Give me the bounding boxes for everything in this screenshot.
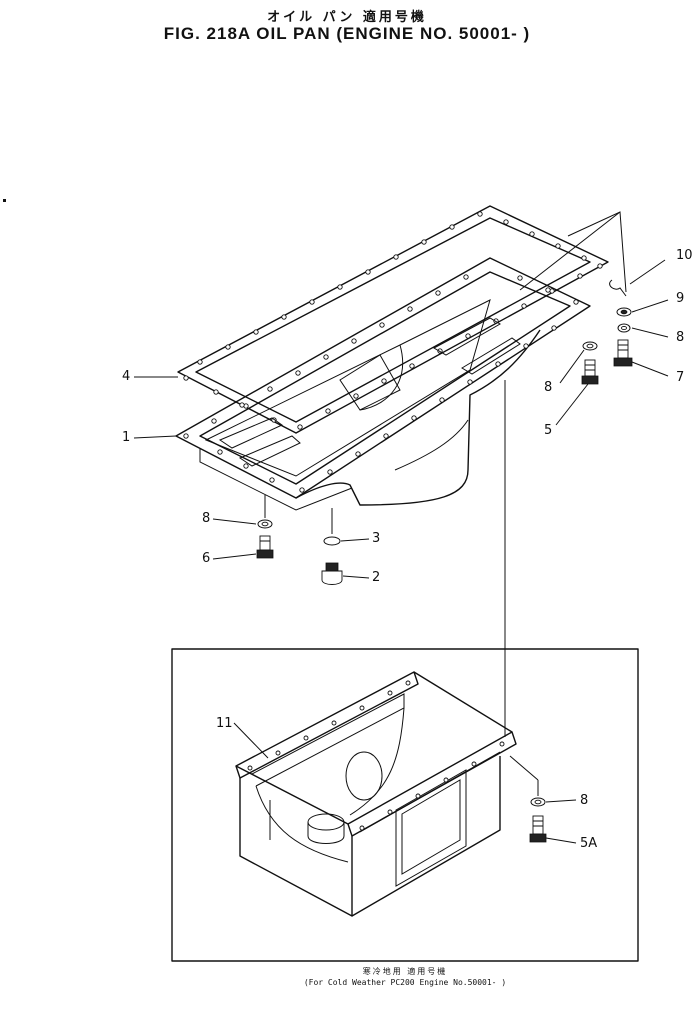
figure-title: FIG. 218A OIL PAN (ENGINE NO. 50001- ) [163, 24, 531, 43]
callout-washer-lower: 8 [202, 511, 211, 526]
washer-8-mid [582, 341, 598, 351]
drain-plug-2 [321, 562, 343, 585]
callout-cold-weather-pan: 11 [216, 716, 233, 731]
gasket-part [177, 205, 609, 434]
callout-washer: 9 [676, 291, 685, 306]
washer-8-lower [257, 519, 273, 529]
hardware-upper-right [581, 279, 633, 385]
callout-oil-pan: 1 [122, 430, 131, 445]
hardware-lower-left [256, 495, 343, 585]
callout-bolt-inset: 5A [580, 836, 598, 851]
side-port [345, 751, 383, 801]
callout-o-ring: 3 [372, 531, 381, 546]
callout-drain-plug: 2 [372, 570, 381, 585]
washer-8-inset [530, 797, 546, 807]
scan-mark [3, 199, 6, 202]
callout-bolt: 7 [676, 370, 685, 385]
callout-washer-inset: 8 [580, 793, 589, 808]
callout-bolt-mid: 5 [544, 423, 553, 438]
oil-pan-part [175, 257, 591, 511]
inset-caption: (For Cold Weather PC200 Engine No.50001-… [303, 978, 507, 987]
hardware-inset [509, 755, 547, 843]
callout-washer-mid: 8 [544, 380, 553, 395]
callout-pin: 10 [676, 248, 693, 263]
cold-weather-inset-frame [171, 648, 639, 962]
bolt-5a [529, 815, 547, 843]
o-ring-3 [323, 536, 341, 546]
washer-8-upper [617, 323, 631, 333]
cold-weather-oil-pan-part [235, 671, 517, 917]
bolt-7 [613, 339, 633, 367]
callout-bolt-lower: 6 [202, 551, 211, 566]
inset-caption-japanese: 寒冷地用 適用号機 [362, 967, 448, 976]
bolt-6 [256, 535, 274, 559]
pan-bolt-holes [183, 274, 579, 493]
bolt-5 [581, 359, 599, 385]
pin-10 [609, 279, 627, 297]
washer-9 [616, 307, 632, 317]
callout-washer-upper: 8 [676, 330, 685, 345]
callout-gasket: 4 [122, 369, 131, 384]
gasket-bolt-holes [183, 211, 603, 430]
leader-lines [133, 259, 669, 844]
figure-title-japanese: オイル パン 適用号機 [267, 10, 427, 25]
